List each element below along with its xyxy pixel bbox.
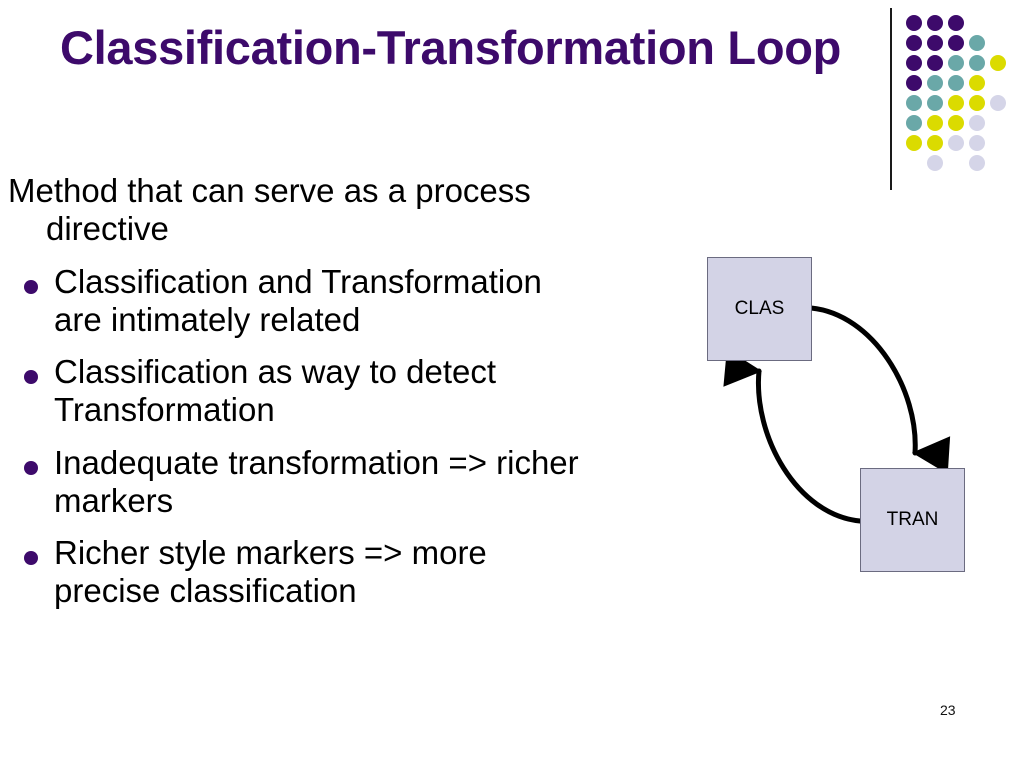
- dot-yellow: [948, 115, 964, 131]
- dot-teal: [969, 35, 985, 51]
- dot-spacer: [906, 155, 922, 171]
- dot-purple: [906, 75, 922, 91]
- dot-teal: [927, 95, 943, 111]
- loop-diagram: CLAS TRAN: [690, 240, 990, 590]
- process-box-tran-label: TRAN: [886, 509, 939, 530]
- dot-teal: [927, 75, 943, 91]
- dot-teal: [948, 55, 964, 71]
- bullet-item-text: Inadequate transformation => richer: [54, 443, 579, 481]
- dot-lavender: [969, 115, 985, 131]
- bullet-item-text: Richer style markers => more: [54, 534, 487, 572]
- dot-yellow: [990, 55, 1006, 71]
- bullet-dot-icon: [24, 279, 38, 294]
- dot-teal: [969, 55, 985, 71]
- bullet-item-text-wrap: Transformation: [54, 391, 275, 429]
- page-number: 23: [940, 702, 956, 718]
- dot-purple: [927, 15, 943, 31]
- dot-lavender: [948, 135, 964, 151]
- dot-purple: [948, 35, 964, 51]
- dot-purple: [927, 35, 943, 51]
- page-title: Classification-Transformation Loop: [60, 21, 842, 74]
- bullet-item-text: Classification as way to detect: [54, 353, 497, 391]
- dot-purple: [927, 55, 943, 71]
- dot-yellow: [906, 135, 922, 151]
- dot-yellow: [927, 115, 943, 131]
- vertical-rule-divider: [890, 8, 892, 190]
- dot-yellow: [969, 95, 985, 111]
- bullet-item-text-wrap: markers: [54, 481, 174, 519]
- dot-teal: [906, 115, 922, 131]
- dot-teal: [948, 75, 964, 91]
- dot-purple: [906, 15, 922, 31]
- process-box-clas-label: CLAS: [734, 298, 785, 319]
- dot-teal: [906, 95, 922, 111]
- dot-lavender: [969, 135, 985, 151]
- bullet-item-text-wrap: directive: [46, 210, 169, 248]
- dot-purple: [948, 15, 964, 31]
- process-box-tran[interactable]: TRAN: [860, 468, 965, 572]
- dot-yellow: [927, 135, 943, 151]
- loop-arrows-svg: [723, 305, 951, 524]
- dot-yellow: [969, 75, 985, 91]
- dot-lavender: [927, 155, 943, 171]
- dot-lavender: [969, 155, 985, 171]
- arrow-clas-to-tran: [808, 305, 951, 475]
- dot-yellow: [948, 95, 964, 111]
- bullet-dot-icon: [24, 551, 38, 566]
- bullet-dot-icon: [24, 370, 38, 385]
- process-box-clas[interactable]: CLAS: [707, 257, 812, 361]
- dot-purple: [906, 55, 922, 71]
- dot-purple: [906, 35, 922, 51]
- bullet-item-text: Method that can serve as a process: [8, 172, 531, 209]
- dot-spacer: [948, 155, 964, 171]
- dot-lavender: [990, 95, 1006, 111]
- bullet-item-text-wrap: are intimately related: [54, 300, 361, 338]
- bullet-dot-icon: [24, 460, 38, 475]
- decorative-dot-motif: [886, 6, 1018, 191]
- bullet-item-text-wrap: precise classification: [54, 572, 357, 610]
- arrow-tran-to-clas: [723, 348, 863, 524]
- bullet-item-text: Classification and Transformation: [54, 262, 542, 300]
